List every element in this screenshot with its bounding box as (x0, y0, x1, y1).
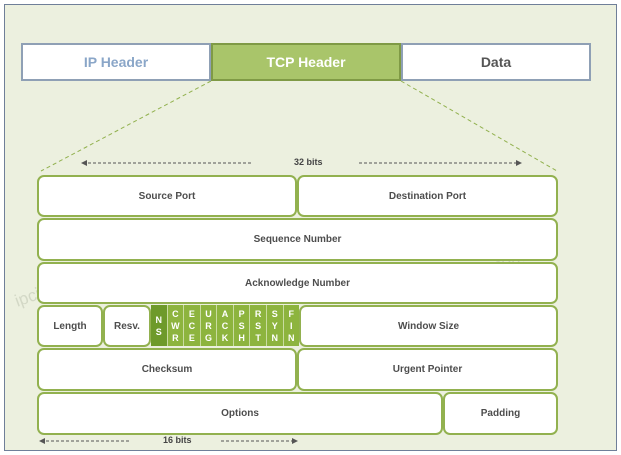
flag-letter: I (290, 320, 293, 331)
flag-letter: E (188, 308, 195, 319)
destination-port-label: Destination Port (388, 190, 467, 202)
flag-letter: R (205, 320, 212, 331)
flag-letter: H (238, 332, 245, 343)
data-block: Data (401, 43, 591, 81)
flag-letter: N (155, 314, 163, 325)
source-port-label: Source Port (138, 190, 196, 202)
flag-letter: K (221, 332, 229, 343)
window-size-label: Window Size (397, 320, 460, 332)
flag-letter: A (221, 308, 229, 319)
flag-letter: S (238, 320, 245, 331)
flag-letter: P (238, 308, 245, 319)
options-label: Options (221, 408, 259, 419)
data-label: Data (480, 54, 512, 70)
padding-field: Padding (443, 392, 558, 435)
ip-header-label: IP Header (83, 54, 149, 70)
flag-letter: W (171, 320, 180, 331)
flag-letter: N (271, 332, 278, 343)
window-size-field: Window Size (299, 305, 558, 347)
flag-letter: S (271, 308, 278, 319)
flag-letter: R (172, 332, 179, 343)
flag-letter: E (188, 332, 195, 343)
flag-letter: S (255, 320, 262, 331)
flag-letter: S (155, 326, 162, 337)
guide-lines (39, 80, 558, 444)
source-port-field: Source Port (37, 175, 297, 217)
reserved-field: Resv. (103, 305, 151, 347)
flag-letter: C (188, 320, 196, 331)
flag-letter: F (288, 308, 295, 319)
diagram-canvas: IP Header TCP Header Data 32 bits 16 bit… (4, 4, 617, 451)
length-field: Length (37, 305, 103, 347)
right-expand-line (400, 80, 558, 172)
left-expand-line (40, 80, 212, 172)
sequence-number-field: Sequence Number (37, 218, 558, 261)
top-ruler-label: 32 bits (294, 157, 323, 167)
destination-port-field: Destination Port (297, 175, 558, 217)
checksum-field: Checksum (37, 348, 297, 391)
flag-letter: C (172, 308, 179, 319)
urgent-pointer-label: Urgent Pointer (392, 364, 463, 375)
bottom-ruler-left-arrow (39, 438, 45, 444)
length-label: Length (53, 320, 87, 332)
ip-header-block: IP Header (21, 43, 211, 81)
acknowledge-number-label: Acknowledge Number (244, 277, 351, 289)
options-field: Options (37, 392, 443, 435)
flag-letter: N (288, 332, 295, 343)
top-ruler-left-arrow (81, 160, 87, 166)
reserved-label: Resv. (114, 320, 140, 332)
tcp-header-label: TCP Header (266, 54, 346, 70)
acknowledge-number-field: Acknowledge Number (37, 262, 558, 304)
padding-label: Padding (480, 408, 521, 419)
tcp-header-block: TCP Header (211, 43, 401, 81)
flag-letter: R (254, 308, 262, 319)
sequence-number-label: Sequence Number (253, 234, 342, 245)
checksum-label: Checksum (141, 364, 193, 375)
bottom-ruler-label: 16 bits (163, 435, 192, 445)
flag-letter: T (255, 332, 261, 343)
urgent-pointer-field: Urgent Pointer (297, 348, 558, 391)
top-ruler-right-arrow (516, 160, 522, 166)
flag-letter: U (205, 308, 212, 319)
flag-letter: G (204, 332, 212, 343)
flag-letter: C (221, 320, 229, 331)
flag-letter: Y (271, 320, 278, 331)
bottom-ruler-right-arrow (292, 438, 298, 444)
